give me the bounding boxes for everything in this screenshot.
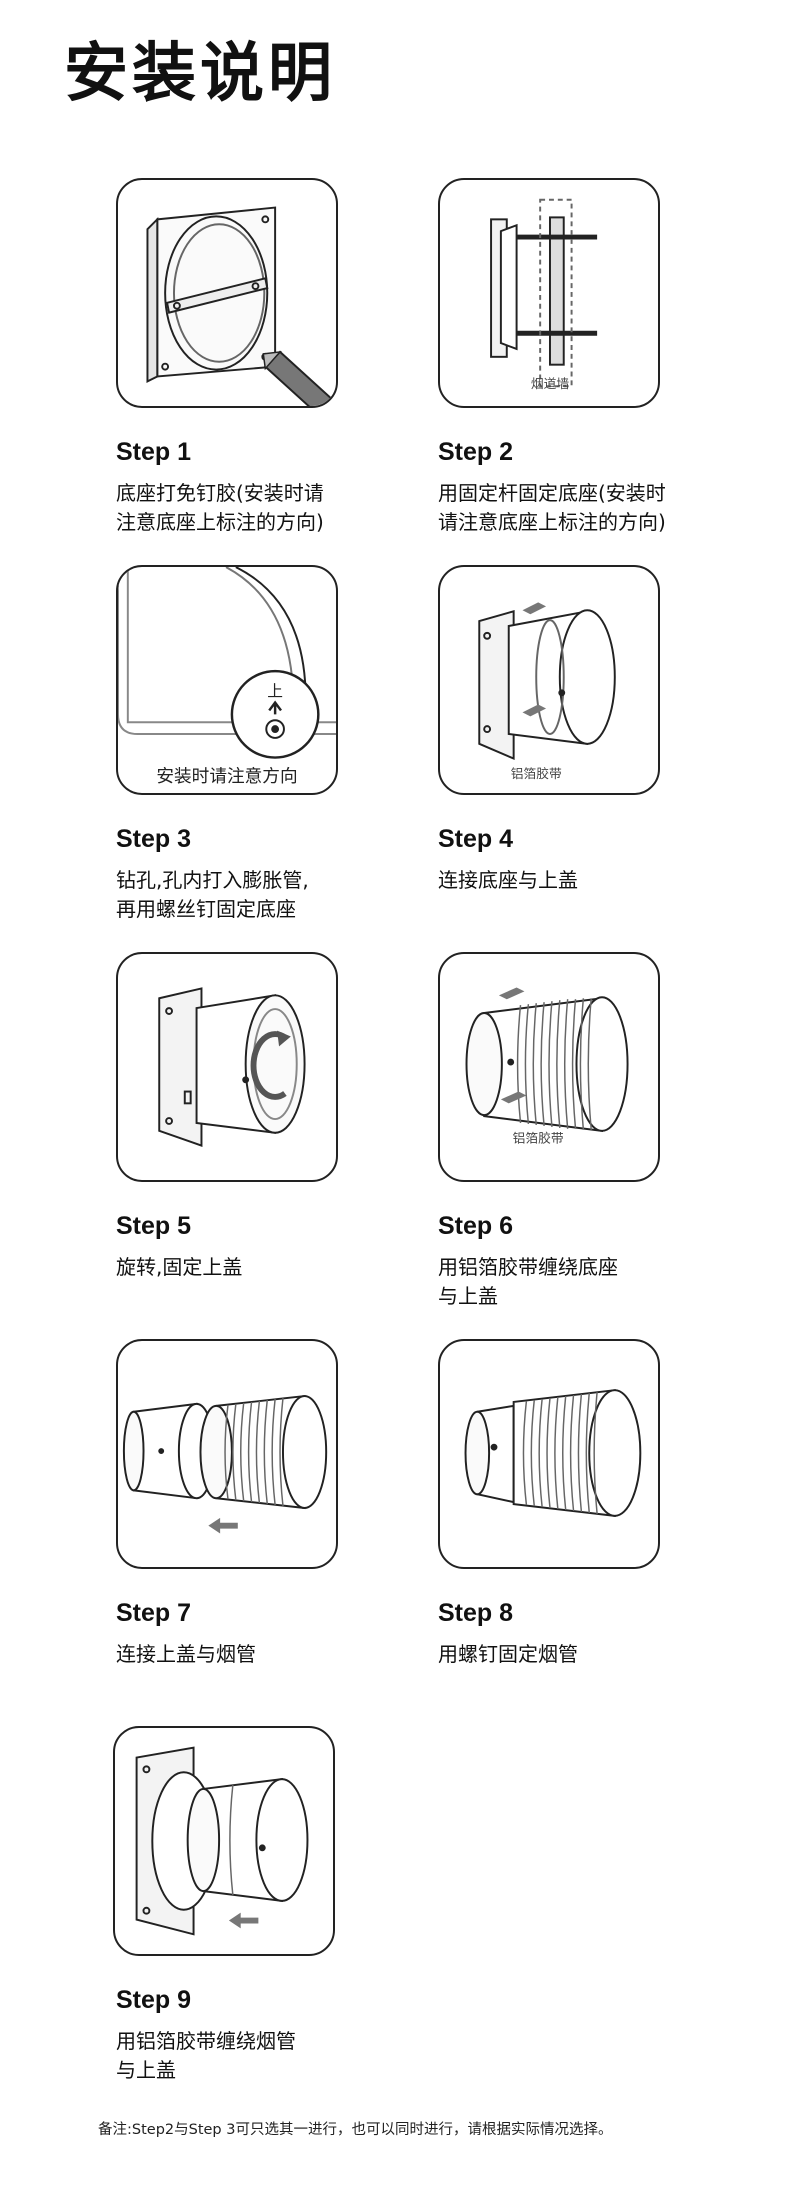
step-8-illustration — [438, 1339, 660, 1569]
flue-wall-caption: 烟道墙 — [531, 377, 569, 392]
step-5-desc-line: 旋转,固定上盖 — [116, 1253, 396, 1282]
step-6-label: Step 6 — [438, 1212, 513, 1241]
step-8-label: Step 8 — [438, 1599, 513, 1628]
step-5-illustration — [116, 952, 338, 1182]
step-2-desc-line: 用固定杆固定底座(安装时 — [438, 479, 718, 508]
step-9-desc-line: 用铝箔胶带缠绕烟管 — [116, 2027, 396, 2056]
direction-caption: 安装时请注意方向 — [156, 766, 297, 787]
foil-tape-caption: 铝箔胶带 — [513, 1131, 564, 1147]
step-4-label: Step 4 — [438, 825, 513, 854]
step-2-description: 用固定杆固定底座(安装时 请注意底座上标注的方向) — [438, 479, 718, 537]
step-1-desc-line: 注意底座上标注的方向) — [116, 508, 396, 537]
step-8-desc-line: 用螺钉固定烟管 — [438, 1640, 718, 1669]
step-4-desc-line: 连接底座与上盖 — [438, 866, 718, 895]
step-6-description: 用铝箔胶带缠绕底座 与上盖 — [438, 1253, 718, 1311]
step-2-illustration: 烟道墙 — [438, 178, 660, 408]
step-7-description: 连接上盖与烟管 — [116, 1640, 396, 1669]
step-7-desc-line: 连接上盖与烟管 — [116, 1640, 396, 1669]
direction-up-mark: 上 — [267, 682, 283, 701]
step-7-label: Step 7 — [116, 1599, 191, 1628]
page-title: 安装说明 — [64, 22, 336, 114]
step-3-label: Step 3 — [116, 825, 191, 854]
step-5-label: Step 5 — [116, 1212, 191, 1241]
foil-tape-caption: 铝箔胶带 — [511, 766, 562, 782]
step-9-description: 用铝箔胶带缠绕烟管 与上盖 — [116, 2027, 396, 2085]
step-3-description: 钻孔,孔内打入膨胀管, 再用螺丝钉固定底座 — [116, 866, 396, 924]
step-6-illustration: 铝箔胶带 — [438, 952, 660, 1182]
step-8-description: 用螺钉固定烟管 — [438, 1640, 718, 1669]
step-6-desc-line: 与上盖 — [438, 1282, 718, 1311]
step-1-description: 底座打免钉胶(安装时请 注意底座上标注的方向) — [116, 479, 396, 537]
step-7-illustration — [116, 1339, 338, 1569]
step-2-desc-line: 请注意底座上标注的方向) — [438, 508, 718, 537]
step-2-label: Step 2 — [438, 438, 513, 467]
step-1-label: Step 1 — [116, 438, 191, 467]
step-3-illustration: 上 安装时请注意方向 — [116, 565, 338, 795]
step-3-desc-line: 再用螺丝钉固定底座 — [116, 895, 396, 924]
step-5-description: 旋转,固定上盖 — [116, 1253, 396, 1282]
step-4-illustration: 铝箔胶带 — [438, 565, 660, 795]
step-9-illustration — [113, 1726, 335, 1956]
step-3-desc-line: 钻孔,孔内打入膨胀管, — [116, 866, 396, 895]
step-1-illustration — [116, 178, 338, 408]
step-1-desc-line: 底座打免钉胶(安装时请 — [116, 479, 396, 508]
step-4-description: 连接底座与上盖 — [438, 866, 718, 895]
step-9-desc-line: 与上盖 — [116, 2056, 396, 2085]
step-6-desc-line: 用铝箔胶带缠绕底座 — [438, 1253, 718, 1282]
step-9-label: Step 9 — [116, 1986, 191, 2015]
footnote: 备注:Step2与Step 3可只选其一进行，也可以同时进行，请根据实际情况选择… — [98, 2118, 612, 2139]
